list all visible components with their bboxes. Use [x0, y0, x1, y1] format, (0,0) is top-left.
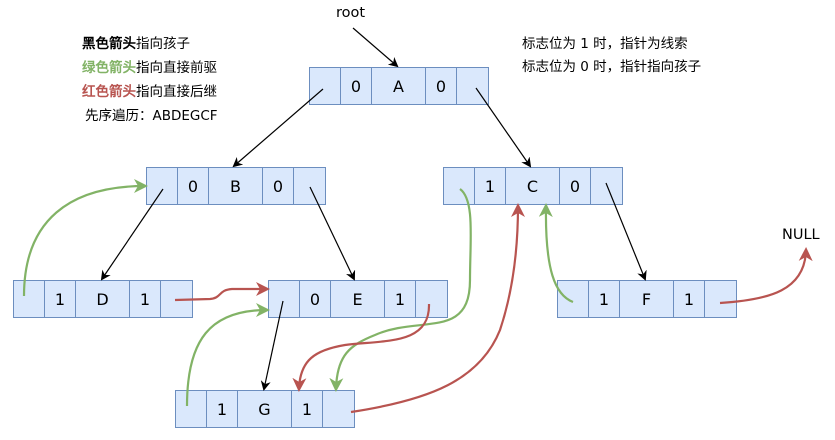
rchild-pointer[interactable] [591, 168, 622, 204]
node-data: A [372, 68, 426, 104]
rtag: 1 [385, 281, 416, 317]
node-D[interactable]: 1 D 1 [13, 280, 193, 318]
ltag: 1 [475, 168, 506, 204]
legend: 黑色箭头指向孩子 绿色箭头指向直接前驱 红色箭头指向直接后继 先序遍历：ABDE… [82, 32, 218, 128]
node-data: D [76, 281, 130, 317]
node-F[interactable]: 1 F 1 [557, 280, 737, 318]
ltag: 0 [300, 281, 331, 317]
note-tag-1: 标志位为 1 时，指针为线索 [522, 36, 688, 52]
legend-black-text: 指向孩子 [136, 36, 190, 52]
legend-green-keyword: 绿色箭头 [82, 60, 136, 76]
lchild-pointer[interactable] [444, 168, 475, 204]
node-E[interactable]: 0 E 1 [268, 280, 448, 318]
legend-red: 红色箭头指向直接后继 [82, 80, 218, 104]
node-G[interactable]: 1 G 1 [175, 390, 355, 428]
legend-black-keyword: 黑色箭头 [82, 36, 136, 52]
node-A[interactable]: 0 A 0 [309, 67, 489, 105]
rchild-pointer[interactable] [457, 68, 488, 104]
node-B[interactable]: 0 B 0 [146, 167, 326, 205]
node-data: G [238, 391, 292, 427]
arrow-root-to-A [352, 27, 399, 68]
rtag: 1 [292, 391, 323, 427]
rtag: 0 [426, 68, 457, 104]
lchild-pointer[interactable] [558, 281, 589, 317]
lchild-pointer[interactable] [147, 168, 178, 204]
rchild-pointer[interactable] [161, 281, 192, 317]
ltag: 1 [45, 281, 76, 317]
ltag: 1 [589, 281, 620, 317]
ltag: 1 [207, 391, 238, 427]
node-C[interactable]: 1 C 0 [443, 167, 623, 205]
notes: 标志位为 1 时，指针为线索 标志位为 0 时，指针指向孩子 [522, 33, 701, 79]
legend-black: 黑色箭头指向孩子 [82, 32, 218, 56]
rtag: 1 [674, 281, 705, 317]
ltag: 0 [178, 168, 209, 204]
root-label: root [336, 5, 366, 21]
legend-green: 绿色箭头指向直接前驱 [82, 56, 218, 80]
lchild-pointer[interactable] [14, 281, 45, 317]
rchild-pointer[interactable] [416, 281, 447, 317]
node-data: F [620, 281, 674, 317]
ltag: 0 [341, 68, 372, 104]
rchild-pointer[interactable] [323, 391, 354, 427]
rtag: 1 [130, 281, 161, 317]
node-data: B [209, 168, 263, 204]
note-tag-0: 标志位为 0 时，指针指向孩子 [522, 59, 702, 75]
legend-green-text: 指向直接前驱 [136, 60, 217, 76]
rchild-pointer[interactable] [705, 281, 736, 317]
lchild-pointer[interactable] [310, 68, 341, 104]
rtag: 0 [560, 168, 591, 204]
traversal-order: 先序遍历：ABDEGCF [85, 108, 218, 124]
rchild-pointer[interactable] [294, 168, 325, 204]
lchild-pointer[interactable] [176, 391, 207, 427]
node-data: E [331, 281, 385, 317]
null-label: NULL [782, 227, 820, 243]
legend-red-keyword: 红色箭头 [82, 84, 136, 100]
rtag: 0 [263, 168, 294, 204]
legend-red-text: 指向直接后继 [136, 84, 217, 100]
lchild-pointer[interactable] [269, 281, 300, 317]
node-data: C [506, 168, 560, 204]
